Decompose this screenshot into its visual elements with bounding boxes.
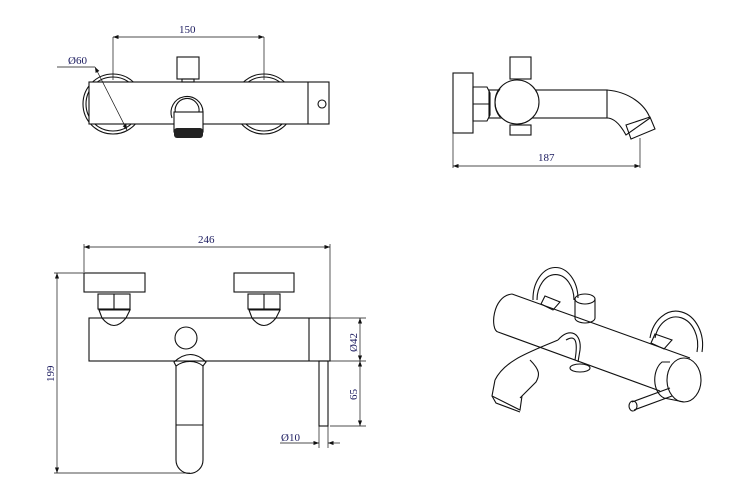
dimension-label-65: 65 bbox=[348, 389, 360, 401]
dimension-label-150: 150 bbox=[179, 24, 196, 36]
dimension-label-body-diameter: Ø42 bbox=[348, 333, 360, 352]
dimension-label-187: 187 bbox=[538, 152, 555, 164]
dimension-label-flange-diameter: Ø60 bbox=[68, 55, 87, 67]
top-view: 150 Ø60 bbox=[57, 24, 330, 138]
dimension-label-246: 246 bbox=[198, 234, 215, 246]
dimension-label-199: 199 bbox=[45, 365, 57, 382]
side-view: 187 bbox=[452, 56, 656, 169]
isometric-view bbox=[491, 266, 704, 413]
front-view: 246 Ø10 Ø42 65 199 bbox=[45, 234, 366, 475]
dimension-label-handle-diameter: Ø10 bbox=[281, 432, 300, 444]
